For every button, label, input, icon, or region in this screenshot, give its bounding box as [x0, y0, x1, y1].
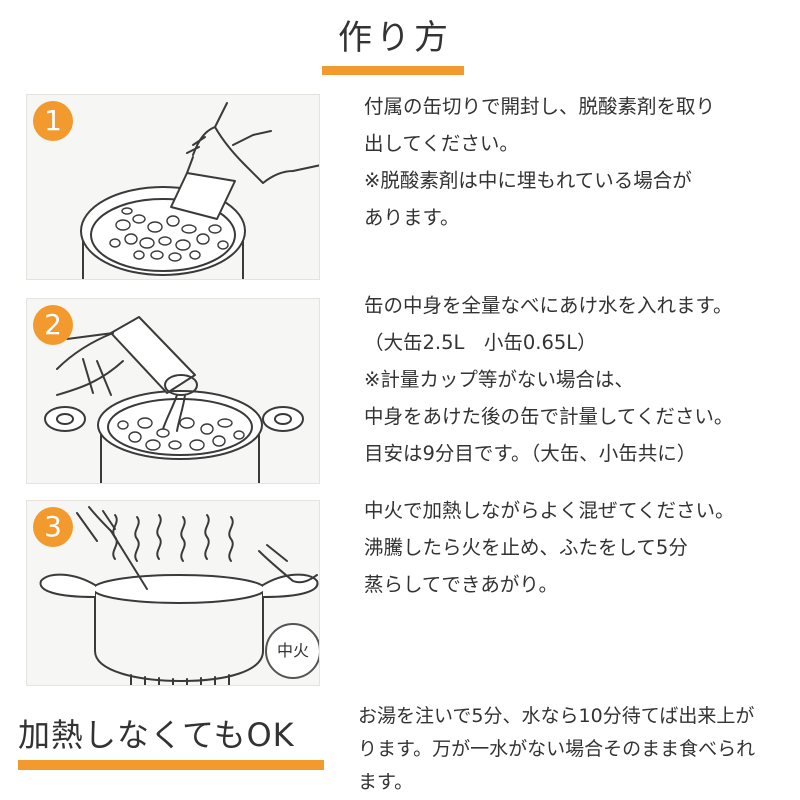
step-2-line: 缶の中身を全量なべにあけ水を入れます。 [364, 294, 733, 317]
can-opening-drawing [80, 102, 319, 279]
step-1-illustration: 1 [26, 94, 320, 280]
step-1-line: 出してください。 [364, 132, 519, 155]
no-heat-line: ります。万が一水がない場合そのまま食べられ [358, 738, 756, 760]
step-2-illustration: 2 [26, 298, 320, 484]
no-heat-text: お湯を注いで5分、水なら10分待てば出来上が ります。万が一水がない場合そのまま… [358, 700, 788, 799]
step-1-text: 付属の缶切りで開封し、脱酸素剤を取り 出してください。 ※脱酸素剤は中に埋もれて… [364, 88, 784, 236]
step-1-line: ※脱酸素剤は中に埋もれている場合が [364, 169, 692, 192]
step-2-line: 中身をあけた後の缶で計量してください。 [364, 405, 734, 428]
step-2-text: 缶の中身を全量なべにあけ水を入れます。 （大缶2.5L 小缶0.65L） ※計量… [364, 287, 784, 472]
step-3-line: 蒸らしてできあがり。 [364, 573, 559, 596]
no-heat-title: 加熱しなくてもOK [18, 716, 295, 754]
step-2-line: 目安は9分目です。（大缶、小缶共に） [364, 442, 697, 465]
step-2-line: （大缶2.5L 小缶0.65L） [364, 331, 597, 354]
step-3-illustration: 3 中火 [26, 500, 320, 686]
title-underline [322, 66, 464, 75]
pouring-into-pot-drawing [44, 316, 304, 483]
page-title: 作り方 [338, 18, 452, 58]
step-3-line: 中火で加熱しながらよく混ぜてください。 [364, 499, 735, 522]
step-3-number-badge: 3 [33, 507, 73, 547]
step-1-number-badge: 1 [33, 101, 73, 141]
stirring-pot-drawing [39, 506, 319, 685]
step-1-line: 付属の缶切りで開封し、脱酸素剤を取り [364, 95, 716, 118]
no-heat-underline [18, 760, 324, 770]
step-3-text: 中火で加熱しながらよく混ぜてください。 沸騰したら火を止め、ふたをして5分 蒸ら… [364, 492, 784, 603]
no-heat-line: ます。 [358, 771, 414, 793]
step-2-number-badge: 2 [33, 305, 73, 345]
no-heat-line: お湯を注いで5分、水なら10分待てば出来上が [358, 705, 755, 727]
medium-heat-badge: 中火 [265, 623, 319, 679]
step-2-line: ※計量カップ等がない場合は、 [364, 368, 634, 391]
step-3-line: 沸騰したら火を止め、ふたをして5分 [364, 536, 688, 559]
step-1-line: あります。 [364, 206, 460, 229]
